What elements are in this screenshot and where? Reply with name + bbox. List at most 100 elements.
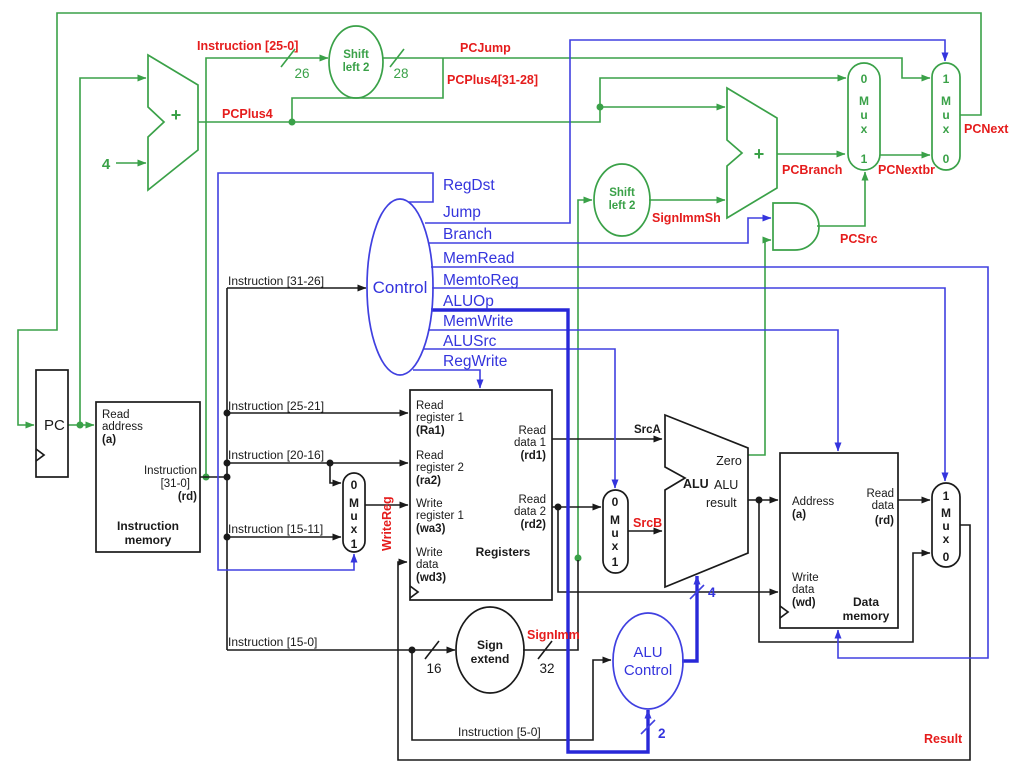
wire-regdst bbox=[217, 172, 434, 571]
wire-branch bbox=[429, 214, 772, 244]
label-pcnext: PCNext bbox=[964, 122, 1009, 136]
shift-left2-label: Shift bbox=[343, 49, 369, 61]
wire-jump bbox=[425, 39, 949, 224]
junction-dot bbox=[574, 554, 582, 562]
mux-input-label: 1 bbox=[861, 152, 868, 166]
label-pcplus4: PCPlus4 bbox=[222, 107, 273, 121]
alu-control-name: ALU bbox=[633, 644, 662, 661]
registers-clock-wedge bbox=[409, 585, 420, 599]
adder-plus: + bbox=[754, 144, 765, 164]
alu-name: ALU bbox=[683, 477, 709, 491]
alu-result-label: result bbox=[706, 496, 737, 510]
label-writereg: WriteReg bbox=[380, 496, 394, 551]
wire-alusrc bbox=[423, 348, 619, 489]
bus-slash-2 bbox=[640, 719, 656, 735]
label-pcbranch: PCBranch bbox=[782, 163, 842, 177]
reg-out: (rd1) bbox=[520, 450, 546, 462]
mux-letter: u bbox=[860, 108, 867, 122]
reg-port: register 2 bbox=[416, 462, 464, 474]
dmem-name: Data bbox=[853, 595, 879, 609]
imem-out: [31-0] bbox=[161, 478, 190, 490]
mux-letter: M bbox=[941, 506, 951, 520]
junction-dot bbox=[76, 421, 84, 429]
shift-left2-branch bbox=[593, 163, 651, 237]
mux-input-label: 1 bbox=[943, 489, 950, 503]
alu-result-label: ALU bbox=[714, 478, 738, 492]
reg-port: Read bbox=[416, 450, 444, 462]
label-instr-25-21: Instruction [25-21] bbox=[228, 399, 324, 413]
wire-pcnext-loop bbox=[17, 12, 982, 429]
reg-port: Write bbox=[416, 547, 443, 559]
shift-left2-label: left 2 bbox=[609, 200, 636, 212]
imem-out: (rd) bbox=[178, 491, 197, 503]
reg-port: data bbox=[416, 559, 439, 571]
pc-label: PC bbox=[44, 417, 65, 434]
alu-control-unit bbox=[612, 612, 684, 710]
dmem-port: (wd) bbox=[792, 597, 816, 609]
wire-signimm-up bbox=[577, 196, 593, 558]
control-name: Control bbox=[373, 278, 428, 297]
dmem-port: Address bbox=[792, 496, 834, 508]
wire-rd2-writedata bbox=[557, 507, 779, 596]
label-pcnextbr: PCNextbr bbox=[878, 163, 935, 177]
reg-port: (Ra1) bbox=[416, 425, 445, 437]
black-wires bbox=[200, 284, 971, 761]
sign-extend-label: extend bbox=[471, 652, 510, 666]
label-pcjump: PCJump bbox=[460, 41, 511, 55]
mux-pcjump bbox=[931, 62, 961, 171]
control-unit bbox=[366, 198, 434, 376]
reg-out: (rd2) bbox=[520, 519, 546, 531]
mux-letter: x bbox=[612, 539, 619, 553]
reg-port: (ra2) bbox=[416, 475, 441, 487]
adder-plus: + bbox=[171, 105, 182, 125]
mux-input-label: 1 bbox=[943, 72, 950, 86]
reg-out: data 2 bbox=[514, 506, 546, 518]
imem-port: address bbox=[102, 421, 143, 433]
and-gate bbox=[772, 202, 820, 251]
control-wires bbox=[217, 39, 989, 754]
label-result: Result bbox=[924, 732, 963, 746]
wire-pcplus4-to-mux bbox=[599, 74, 847, 107]
junction-dot bbox=[554, 503, 562, 511]
imem-out: Instruction bbox=[144, 465, 197, 477]
sign-extend-unit bbox=[455, 606, 525, 694]
wire-instr5-0 bbox=[411, 650, 612, 741]
registers-block bbox=[409, 389, 553, 601]
mux-memtoreg bbox=[931, 482, 961, 568]
branch-adder bbox=[726, 86, 778, 220]
dmem-out: Read bbox=[867, 488, 895, 500]
width-32: 32 bbox=[539, 661, 554, 676]
sign-extend-label: Sign bbox=[477, 638, 503, 652]
label-pcplus4-31-28: PCPlus4[31-28] bbox=[447, 73, 538, 87]
mux-alusrc bbox=[602, 489, 629, 574]
shift-left2-label: left 2 bbox=[343, 62, 370, 74]
mux-input-label: 0 bbox=[943, 550, 950, 564]
mux-writereg bbox=[342, 472, 366, 553]
junction-dot bbox=[596, 103, 604, 111]
signal-aluop: ALUOp bbox=[443, 293, 494, 310]
bus-slash-26 bbox=[280, 48, 296, 68]
mux-letter: M bbox=[941, 94, 951, 108]
signal-memtoreg: MemtoReg bbox=[443, 272, 519, 289]
signal-branch: Branch bbox=[443, 226, 492, 243]
reg-port: register 1 bbox=[416, 412, 464, 424]
mux-letter: x bbox=[351, 522, 358, 536]
dmem-port: (a) bbox=[792, 509, 806, 521]
mux-pcbranch bbox=[847, 62, 881, 171]
mux-input-label: 0 bbox=[943, 152, 950, 166]
junction-dot bbox=[755, 496, 763, 504]
const-4: 4 bbox=[102, 156, 111, 173]
imem-port: Read bbox=[102, 409, 130, 421]
pc-clock-wedge bbox=[35, 448, 46, 462]
wire-signimm-out bbox=[523, 560, 579, 651]
mux-input-label: 0 bbox=[861, 72, 868, 86]
label-instr-31-26: Instruction [31-26] bbox=[228, 274, 324, 288]
junction-dot bbox=[326, 459, 334, 467]
width-2: 2 bbox=[658, 726, 666, 741]
reg-port: Read bbox=[416, 400, 444, 412]
junction-dot bbox=[288, 118, 296, 126]
dmem-out: (rd) bbox=[875, 515, 894, 527]
reg-out: Read bbox=[519, 494, 547, 506]
